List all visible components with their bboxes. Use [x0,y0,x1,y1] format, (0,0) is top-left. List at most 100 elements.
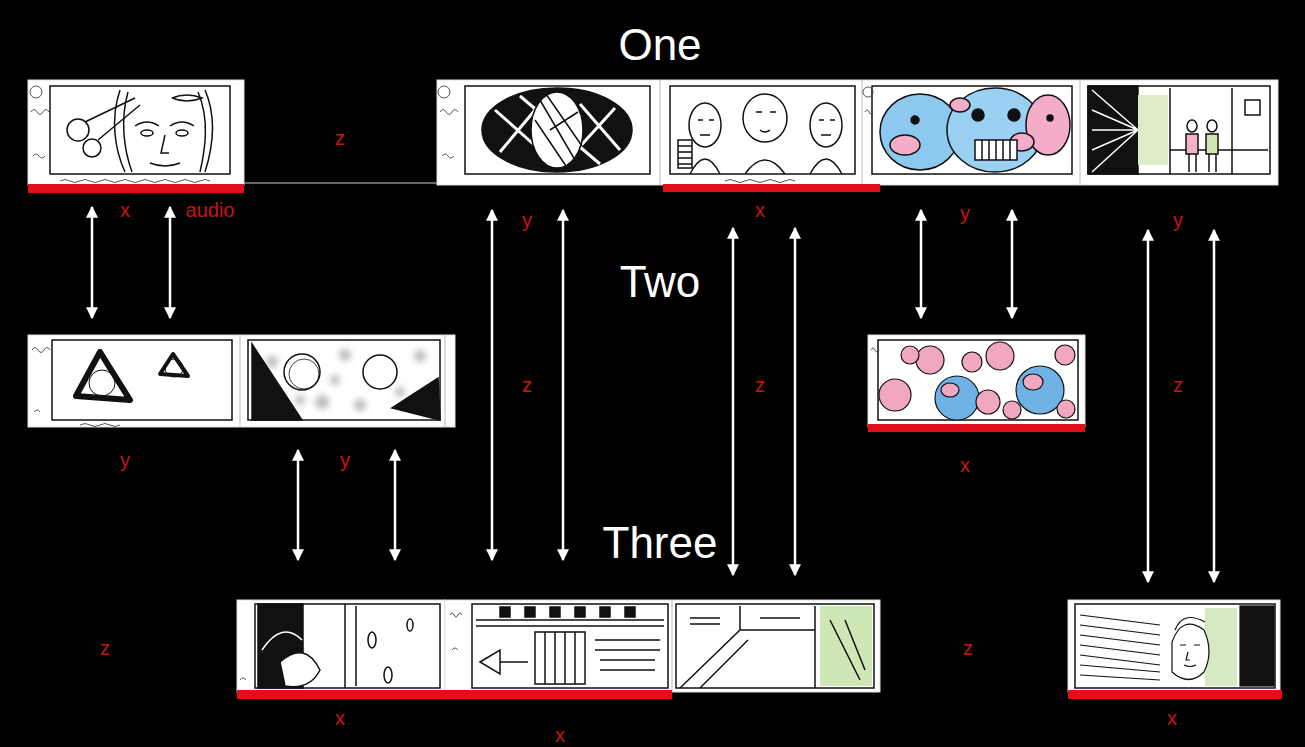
handwriting-scribble-stroke [60,180,210,183]
sketch-frames-stroke [248,340,440,420]
annotation-letter: z [1173,375,1183,395]
annotation-letter: x [555,725,565,745]
sketch-panel-g-stroke [500,607,510,617]
sketch-panel-c2-stroke [1206,134,1218,154]
annotation-letter: audio [186,200,235,220]
storyboard-panel: x [1068,600,1280,692]
storyboard-panel: y [28,335,240,427]
sketch-panel-h-stroke [1205,608,1237,686]
annotation-letter: x [1167,708,1177,728]
sketch-panel-c1 [880,88,1070,172]
sketch-panel-c2-stroke [1170,88,1268,174]
sketch-panel-b2-stroke [678,146,692,164]
sketch-panel-c1-stroke [890,135,920,155]
double-arrow [920,210,923,318]
handwriting-scribble-stroke [34,410,40,412]
sketch-panel-d1-stroke [76,352,130,400]
sketch-panel-e-stroke [962,352,982,372]
sketch-panel-e-stroke [1055,345,1075,365]
sketch-panel-b2-stroke [700,130,831,135]
sketch-frames-stroke [878,340,1078,420]
double-arrow [1213,230,1216,582]
annotation-letter: y [340,450,350,470]
sketch-panel-c2-stroke [1187,120,1197,132]
sketch-panel-a-stroke [141,130,153,136]
sketch-panel-g-stroke [625,607,635,617]
handwriting-scribble-stroke [442,154,454,158]
sketch-panel-g-stroke [545,632,575,684]
sketch-panel-e-stroke [1003,401,1021,419]
blurred-dots-stroke [395,387,405,397]
sketch-panel-b2 [678,94,842,174]
sketch-panel-g-stroke [600,607,610,617]
sketch-panel-f-stroke [368,632,376,648]
panel-grounds-stroke [445,600,880,692]
sketch-panel-b2-stroke [698,112,835,120]
sketch-panel-a-stroke [161,135,169,153]
sketch-panel-c1-stroke [1008,109,1020,121]
storyboard-panel: x [237,600,445,692]
blurred-dots-stroke [339,349,351,361]
sketch-panel-a-stroke [85,98,135,122]
sketch-panel-f-stroke [384,667,392,683]
handwriting-scribble-stroke [240,678,246,680]
double-arrow [794,228,797,575]
panel-grounds [28,80,1280,692]
annotation-letter: x [755,200,765,220]
red-underline-bar-stroke [445,690,672,699]
sketch-panel-a-stroke [98,105,140,140]
sketch-panel-a-stroke [135,122,159,126]
handwriting-scribble [30,86,879,680]
sketch-panel-e-stroke [1023,374,1043,390]
sketch-panel-b2-stroke [810,103,842,147]
sketch-panel-g-stroke [550,607,560,617]
sketch-panel-e-stroke [916,346,944,374]
sketch-frames-stroke [670,86,855,174]
annotation-letter: y [960,203,970,223]
sketch-panel-a-stroke [124,92,132,172]
sketch-frames-stroke [1088,86,1270,174]
red-underline-bar-stroke [663,184,880,192]
panel-grounds-stroke [1080,80,1081,185]
handwriting-scribble-stroke [452,648,458,650]
blurred-dots-stroke [330,375,340,385]
sketch-panel-g-stroke [525,607,535,617]
panel-grounds-stroke [1068,600,1280,692]
sketch-panel-d2-stroke [289,359,319,389]
panel-grounds-stroke [28,80,244,185]
double-arrow [394,450,397,560]
double-arrow [169,207,172,318]
sketch-panel-g-stroke [575,607,585,617]
sketch-panel-e [879,342,1075,420]
handwriting-scribble-stroke [725,180,795,183]
double-arrow [297,450,300,560]
sketch-frames [50,86,1275,688]
panel-grounds-stroke [437,80,1278,185]
sketch-panel-h [1080,606,1274,686]
sketch-panel-h-stroke [1080,615,1160,680]
sketch-panel-a-stroke [198,92,205,172]
sketch-panel-f-stroke [280,653,320,687]
annotation-letter: x [960,455,970,475]
double-arrow [491,210,494,560]
sketch-frames-stroke [472,604,668,688]
double-arrow [1011,210,1014,318]
row-heading: Two [620,260,701,304]
sketch-panel-d2-stroke [284,354,320,390]
storyboard-panel: y [1080,80,1278,185]
sketch-panel-a-stroke [150,163,180,166]
annotation-letter: z [522,375,532,395]
annotation-letter: y [522,210,532,230]
handwriting-scribble-stroke [863,87,873,97]
annotation-letter: x [335,708,345,728]
sketch-panel-e-stroke [941,383,959,397]
sketch-panel-c2-stroke [1092,90,1138,172]
double-arrow [732,228,735,575]
sketch-panel-b2-stroke [678,140,692,168]
sketch-panel-d1 [76,352,188,400]
handwriting-scribble-stroke [865,110,873,114]
sketch-panel-g-stroke [480,650,500,674]
sketch-panel-g-stroke [820,606,872,686]
annotation-letter: z [100,638,110,658]
sketch-panel-b1-stroke [482,88,632,172]
